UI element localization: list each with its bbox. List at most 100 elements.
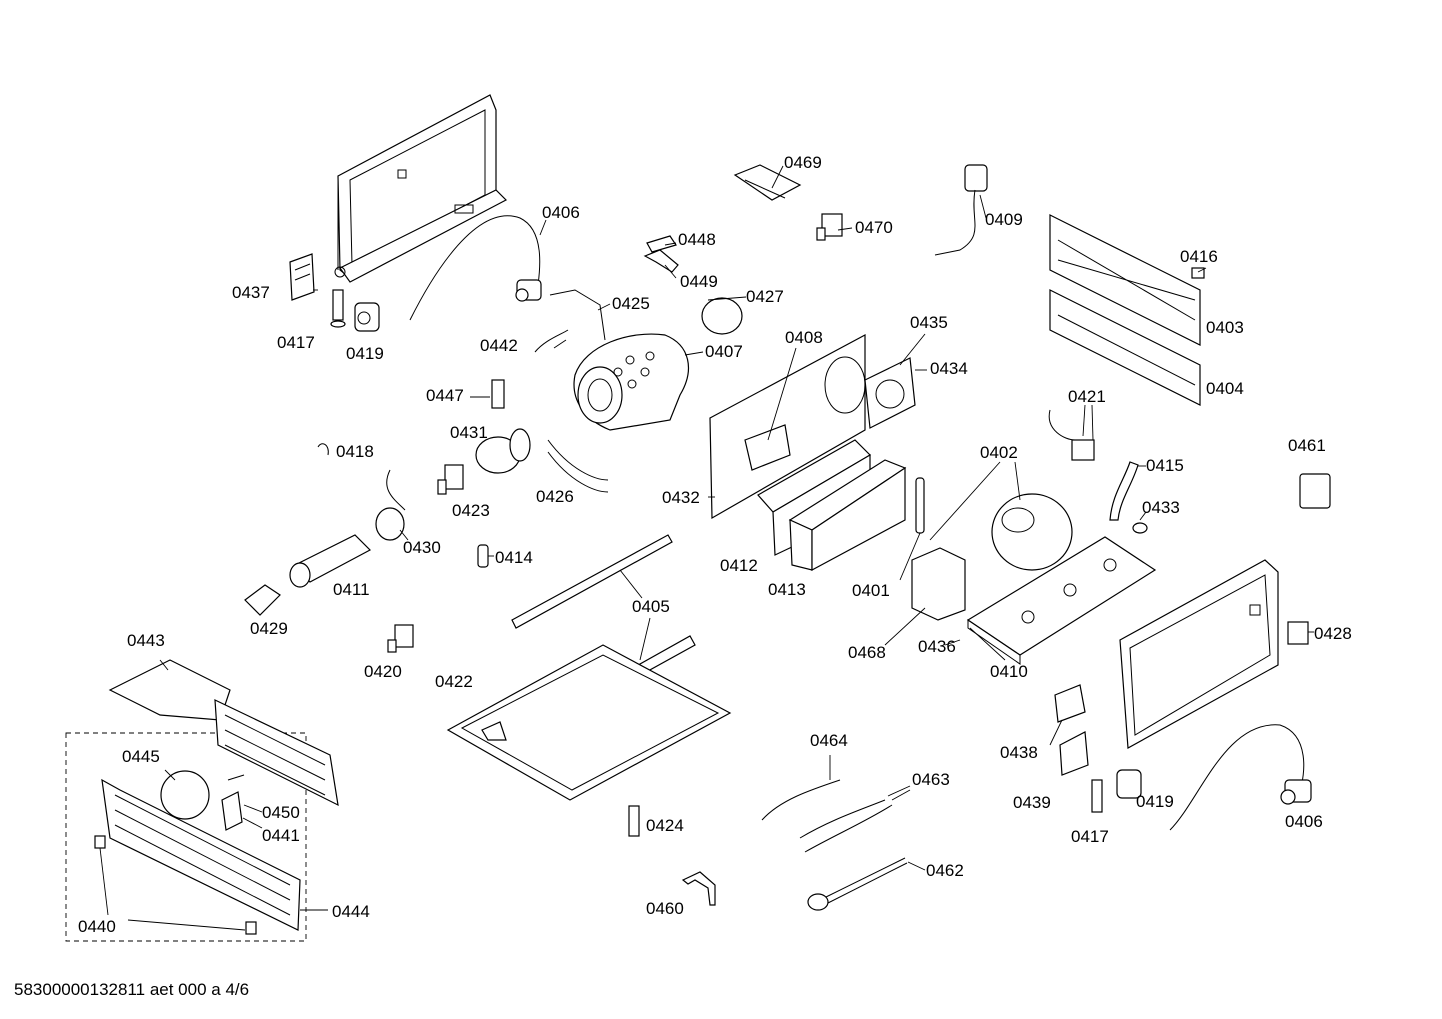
label-0427: 0427 (746, 287, 784, 306)
part-0437-bracket (289, 253, 315, 301)
label-0411: 0411 (333, 580, 370, 599)
part-0413-cover (788, 459, 907, 572)
label-0460: 0460 (646, 899, 684, 918)
label-0419-bottom: 0419 (1136, 792, 1174, 811)
label-0461: 0461 (1288, 436, 1326, 455)
part-0411-tube (289, 534, 371, 588)
part-0447 (491, 379, 505, 409)
part-0419-clip-right (1116, 769, 1142, 799)
part-0427-capacitor (701, 297, 743, 335)
part-0428 (1287, 621, 1309, 645)
label-0419-top: 0419 (346, 344, 384, 363)
part-0460-bracket (681, 871, 716, 906)
part-0415-hose (1109, 461, 1139, 521)
label-0447: 0447 (426, 386, 464, 405)
part-0426 (547, 439, 609, 481)
label-0436: 0436 (918, 637, 956, 656)
label-0422: 0422 (435, 672, 473, 691)
part-0417-screw-right (1091, 779, 1103, 813)
part-0407-fan-housing (573, 333, 689, 431)
label-0415: 0415 (1146, 456, 1184, 475)
part-0403-panel (1049, 214, 1201, 346)
part-0418-clip (317, 443, 329, 456)
part-0423-valve (437, 464, 464, 495)
label-0410: 0410 (990, 662, 1028, 681)
label-0406-bottom: 0406 (1285, 812, 1323, 831)
label-0404: 0404 (1206, 379, 1244, 398)
part-0414 (477, 544, 489, 568)
part-0442-wire (534, 329, 569, 353)
label-0438: 0438 (1000, 743, 1038, 762)
part-0425-bracket (549, 289, 606, 341)
label-0445: 0445 (122, 747, 160, 766)
label-0405: 0405 (632, 597, 670, 616)
label-0420: 0420 (364, 662, 402, 681)
label-0449: 0449 (680, 272, 718, 291)
part-0417-screw (330, 289, 346, 328)
label-0450: 0450 (262, 803, 300, 822)
part-0470-valve (816, 213, 843, 241)
cable-0406 (409, 215, 541, 321)
part-0420-valve (387, 624, 414, 653)
label-0406-top: 0406 (542, 203, 580, 222)
label-0408: 0408 (785, 328, 823, 347)
label-0441: 0441 (262, 826, 300, 845)
part-0422-tray (446, 644, 732, 801)
label-0409: 0409 (985, 210, 1023, 229)
label-0426: 0426 (536, 487, 574, 506)
part-0461 (1299, 473, 1331, 509)
label-0412: 0412 (720, 556, 758, 575)
label-0468: 0468 (848, 643, 886, 662)
group-outline (65, 732, 307, 942)
label-0430: 0430 (403, 538, 441, 557)
label-0401: 0401 (852, 581, 890, 600)
part-0419-clip (354, 302, 380, 332)
label-0434: 0434 (930, 359, 968, 378)
part-0434-fan (864, 357, 916, 429)
part-0424 (628, 805, 640, 837)
part-0468-box (911, 547, 966, 621)
part-0462-cable (807, 857, 908, 911)
part-0438-bracket (1054, 684, 1086, 723)
part-0421-relay (1048, 409, 1095, 461)
label-0442: 0442 (480, 336, 518, 355)
part-0448 (646, 235, 677, 253)
label-0428: 0428 (1314, 624, 1352, 643)
part-0404-panel (1049, 289, 1201, 406)
part-0410-base (966, 536, 1157, 665)
label-0433: 0433 (1142, 498, 1180, 517)
label-0416: 0416 (1180, 247, 1218, 266)
label-0413: 0413 (768, 580, 806, 599)
part-0464-harness (761, 779, 841, 821)
part-0430 (375, 507, 405, 541)
back-panel-left (334, 94, 508, 283)
cable-0406-right (1169, 724, 1305, 831)
label-0429: 0429 (250, 619, 288, 638)
label-0464: 0464 (810, 731, 848, 750)
label-0403: 0403 (1206, 318, 1244, 337)
label-0462: 0462 (926, 861, 964, 880)
label-0425: 0425 (612, 294, 650, 313)
label-0402: 0402 (980, 443, 1018, 462)
part-0469-bracket (733, 164, 802, 201)
part-0429 (244, 584, 281, 616)
part-0443-duct (108, 659, 339, 807)
document-id-footer: 58300000132811 aet 000 a 4/6 (14, 980, 250, 999)
wire-0430 (386, 469, 406, 511)
label-0435: 0435 (910, 313, 948, 332)
part-0463-harness-b (804, 804, 893, 853)
label-0440: 0440 (78, 917, 116, 936)
part-0431-cylinder (475, 428, 531, 474)
label-0470: 0470 (855, 218, 893, 237)
part-0441 (221, 791, 243, 831)
label-0417-top: 0417 (277, 333, 315, 352)
part-0450 (227, 774, 245, 781)
label-0423: 0423 (452, 501, 490, 520)
part-0439-bracket (1059, 731, 1089, 776)
label-0407: 0407 (705, 342, 743, 361)
label-0432: 0432 (662, 488, 700, 507)
label-0469: 0469 (784, 153, 822, 172)
label-0463: 0463 (912, 770, 950, 789)
part-0449 (643, 249, 679, 273)
